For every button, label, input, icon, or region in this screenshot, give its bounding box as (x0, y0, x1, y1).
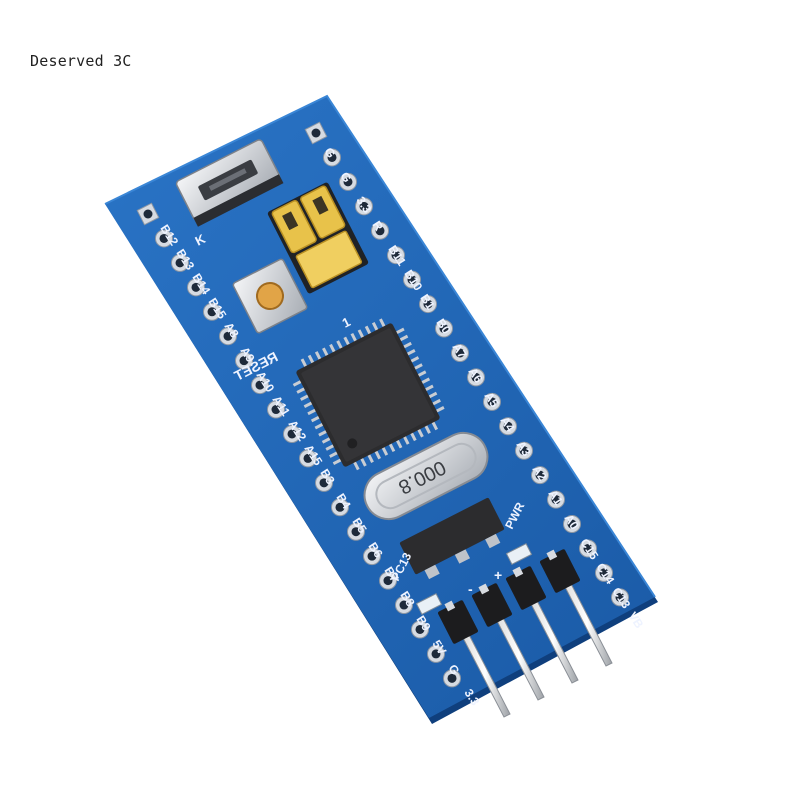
right-pin-hole-center (583, 543, 593, 553)
left-pin-hole-center (399, 600, 409, 610)
left-pin-hole-center (431, 649, 441, 659)
header-pin-tip (444, 600, 456, 612)
right-pin-hole-center (551, 495, 561, 505)
right-pin-hole-center (567, 519, 577, 529)
right-pin-hole-center (423, 299, 433, 309)
left-pin-hole-center (383, 576, 393, 586)
right-pin-hole-center (599, 568, 609, 578)
left-row-label: 5V (429, 637, 449, 657)
right-pin-hole-center (535, 470, 545, 480)
boot-jumper (267, 182, 369, 294)
watermark-text: Deserved 3C (30, 52, 132, 70)
left-pin-hole-center (159, 233, 169, 243)
left-pin-hole-center (175, 258, 185, 268)
left-pin-hole-center (239, 356, 249, 366)
right-pin-hole-center (487, 397, 497, 407)
right-pin-hole-center (343, 177, 353, 187)
left-pin-row (136, 202, 461, 688)
right-pin-row (304, 121, 629, 607)
left-pin-hole-center (223, 331, 233, 341)
right-pin-hole-center (471, 372, 481, 382)
crystal-icon: 8.000 (363, 431, 489, 521)
right-pin-hole-center (391, 250, 401, 260)
right-pin-hole-center (519, 446, 529, 456)
left-pin-hole-center (191, 282, 201, 292)
pc13-led (415, 592, 443, 616)
right-pin-hole-center (615, 592, 625, 602)
left-pin-hole-center (287, 429, 297, 439)
left-pin-hole-center (303, 453, 313, 463)
header-pin-tip (478, 583, 490, 595)
mcu-chip (292, 318, 445, 471)
left-pin-hole-center (367, 551, 377, 561)
reset-button-icon (232, 258, 308, 334)
left-pin-hole-center (415, 624, 425, 634)
left-pin-hole-center (255, 380, 265, 390)
minus-label: - (468, 581, 473, 597)
pin-header-icon (438, 549, 613, 718)
right-pin-hole-center (439, 324, 449, 334)
right-pin-hole-center (407, 275, 417, 285)
voltage-regulator (399, 497, 505, 580)
right-pin-hole-center (327, 152, 337, 162)
right-pin-hole-center (503, 421, 513, 431)
header-pin-tip (512, 566, 524, 578)
plus-label: + (494, 567, 502, 583)
left-pin-hole-center (351, 527, 361, 537)
right-pin-hole-center (311, 128, 321, 138)
left-pin-hole-center (319, 478, 329, 488)
pwr-led (505, 542, 533, 566)
left-pin-hole-center (143, 209, 153, 219)
right-pin-hole-center (375, 226, 385, 236)
header-pin-tip (546, 549, 558, 561)
left-pin-hole-center (207, 307, 217, 317)
right-pin-hole-center (455, 348, 465, 358)
usb-connector-icon (175, 139, 284, 227)
right-pin-hole-center (359, 201, 369, 211)
left-pin-hole-center (335, 502, 345, 512)
left-pin-hole-center (447, 673, 457, 683)
left-pin-hole-center (271, 405, 281, 415)
